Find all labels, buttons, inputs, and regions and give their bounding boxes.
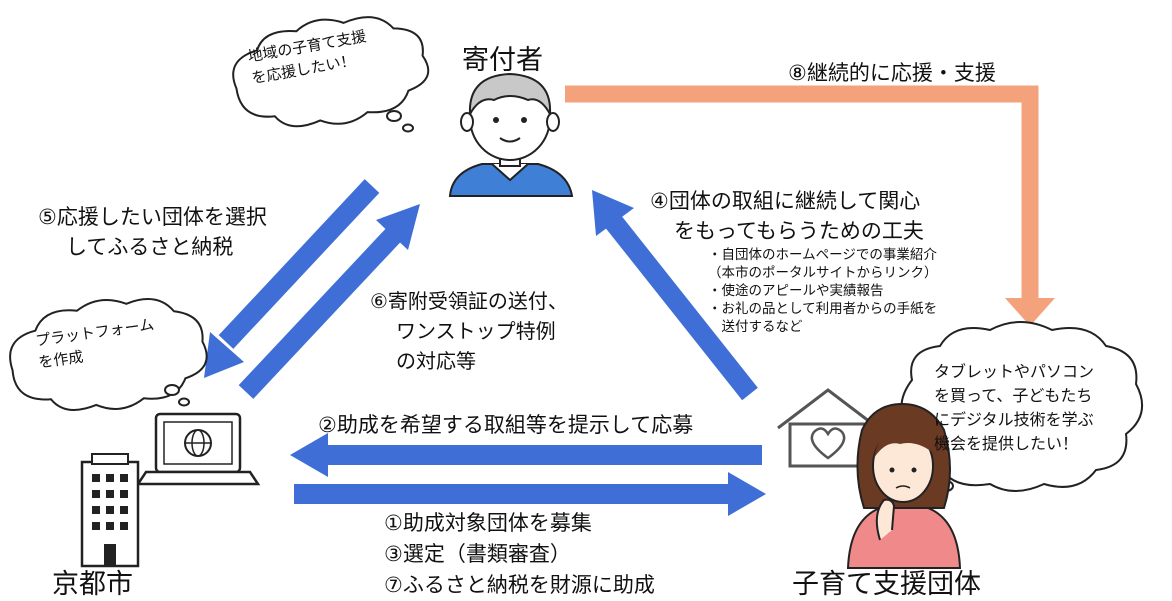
step-4-line: をもってもらうための工夫 xyxy=(674,219,924,243)
city-hall-building-icon xyxy=(80,453,140,568)
arrow-group-to-city xyxy=(290,433,762,477)
step-6-line: の対応等 xyxy=(396,349,476,373)
step-1-label: ①助成対象団体を募集 xyxy=(384,511,592,535)
measure-item: ・自団体のホームページでの事業紹介 xyxy=(708,247,937,263)
measure-item: ・使途のアピールや実績報告 xyxy=(708,283,884,299)
steps-1-3-7-labels: ①助成対象団体を募集 ③選定（書類審査） ⑦ふるさと納税を財源に助成 xyxy=(384,508,655,601)
step-4-label: ④団体の取組に継続して関心 をもってもらうための工夫 xyxy=(650,186,924,246)
measure-item: 送付するなど xyxy=(708,319,803,335)
platform-thought-cloud xyxy=(9,298,208,411)
step-5-line: してふるさと納税 xyxy=(66,235,234,259)
arrow-city-to-donor xyxy=(238,204,420,399)
thought-bubble-dot xyxy=(178,397,190,407)
step-6-line: ワンストップ特例 xyxy=(396,319,556,343)
arrow-group-to-donor xyxy=(592,190,758,401)
donor-thought-cloud xyxy=(232,16,430,128)
step-3-label: ③選定（書類審査） xyxy=(384,542,571,566)
house-heart-icon xyxy=(777,388,879,468)
step-2-label: ②助成を希望する取組等を提示して応募 xyxy=(318,413,694,437)
city-label: 京都市 xyxy=(52,569,133,600)
group-person-illustration xyxy=(846,402,962,569)
arrow-donor-to-city xyxy=(204,179,380,378)
step-5-label: ⑤応援したい団体を選択 してふるさと納税 xyxy=(38,202,267,262)
step-4-measures-list: ・自団体のホームページでの事業紹介 （本市のポータルサイトからリンク） ・使途の… xyxy=(708,246,938,336)
cloud-line: にデジタル技術を学ぶ xyxy=(934,410,1094,429)
step-6-line: ⑥寄附受領証の送付、 xyxy=(370,289,568,313)
measure-item: （本市のポータルサイトからリンク） xyxy=(708,265,938,281)
donor-person-illustration xyxy=(448,72,574,197)
step-4-line: ④団体の取組に継続して関心 xyxy=(650,189,921,213)
group-label: 子育て支援団体 xyxy=(792,569,981,600)
step-5-line: ⑤応援したい団体を選択 xyxy=(38,205,267,229)
cloud-line: を買って、子どもたち xyxy=(934,386,1093,405)
laptop-icon xyxy=(135,412,261,486)
arrow-continuous-support xyxy=(565,85,1055,326)
group-cloud-text: タブレットやパソコン を買って、子どもたち にデジタル技術を学ぶ 機会を提供した… xyxy=(934,360,1094,456)
step-6-label: ⑥寄附受領証の送付、 ワンストップ特例 の対応等 xyxy=(370,286,568,376)
arrow-city-to-group xyxy=(294,472,766,516)
donor-label: 寄付者 xyxy=(462,45,543,76)
globe-icon xyxy=(184,429,212,457)
thought-bubble-dot xyxy=(386,110,402,122)
cloud-line: タブレットやパソコン xyxy=(934,362,1095,381)
cloud-line: 機会を提供したい！ xyxy=(934,434,1079,453)
thought-bubble-dot xyxy=(402,123,414,133)
step-8-label: ⑧継続的に応援・支援 xyxy=(788,61,996,85)
thought-bubble-dot xyxy=(164,384,180,396)
measure-item: ・お礼の品として利用者からの手紙を xyxy=(708,301,938,317)
step-7-label: ⑦ふるさと納税を財源に助成 xyxy=(384,573,655,597)
